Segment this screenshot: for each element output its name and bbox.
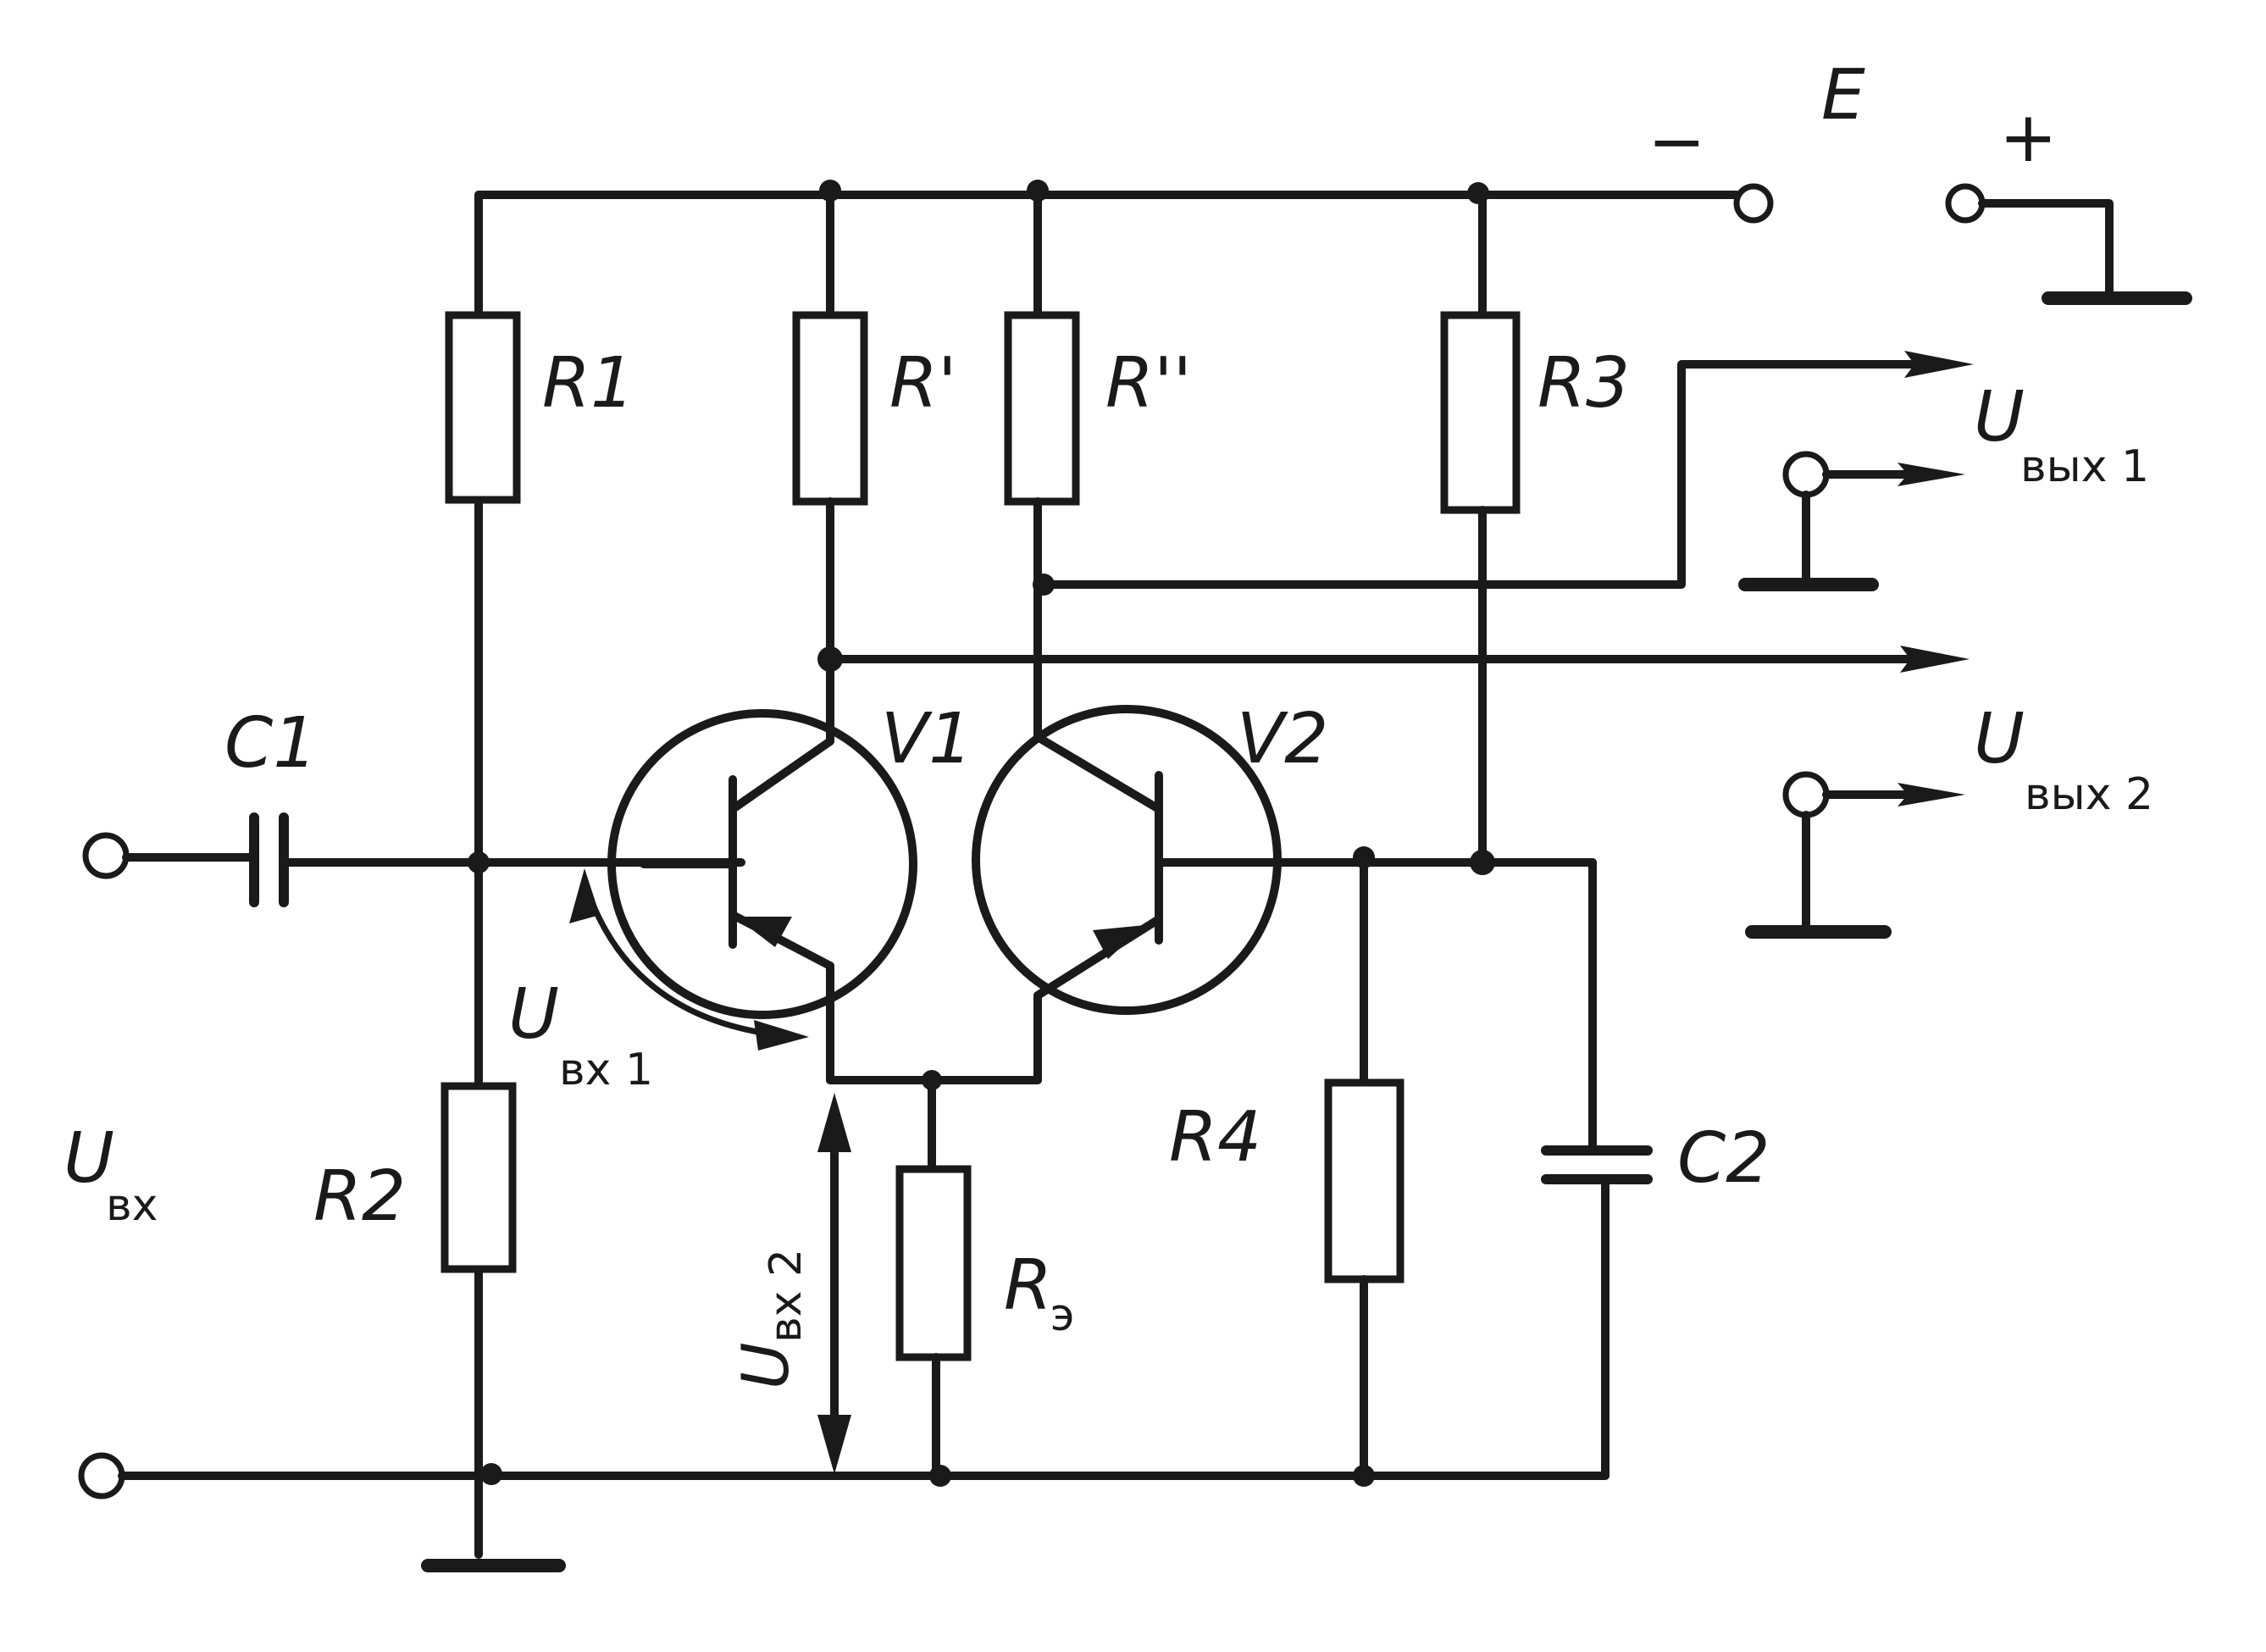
output-line-1 — [1033, 351, 1974, 596]
svg-text:U: U — [64, 1118, 114, 1199]
resistor-re — [895, 1165, 972, 1361]
label-u-in: U вх — [64, 1118, 158, 1231]
input-terminal-top — [82, 832, 130, 879]
supply-label-e: E — [1821, 55, 1865, 136]
svg-text:вх: вх — [106, 1180, 158, 1231]
label-v2: V2 — [1237, 699, 1328, 779]
resistor-r4 — [1324, 1078, 1404, 1283]
label-r4: R4 — [1169, 1097, 1261, 1178]
label-u-in2: U вх 2 — [728, 1249, 812, 1389]
label-c2: C2 — [1677, 1118, 1770, 1199]
label-r1: R1 — [542, 343, 634, 424]
svg-text:вх 2: вх 2 — [761, 1249, 812, 1343]
output-reference-2 — [1745, 771, 1965, 939]
common-ground-bus — [118, 1313, 1609, 1480]
supply-minus-label: − — [1648, 102, 1706, 182]
supply-negative-terminal — [1733, 183, 1774, 224]
label-u-in1: U вх 1 — [508, 974, 653, 1095]
input-terminal-bottom — [78, 1452, 125, 1500]
supply-plus-label: + — [1999, 97, 2058, 178]
svg-text:э: э — [1050, 1290, 1075, 1341]
label-re: R э — [1004, 1245, 1075, 1341]
supply-positive-terminal — [1945, 183, 1986, 224]
resistor-r-prime — [792, 311, 868, 506]
label-r-prime: R' — [889, 343, 957, 424]
svg-text:вых 1: вых 1 — [2020, 441, 2149, 492]
svg-text:U: U — [1974, 377, 2025, 457]
label-r-double-prime: R'' — [1105, 343, 1192, 424]
resistor-r-double-prime — [1004, 311, 1080, 506]
label-c1: C1 — [224, 703, 317, 784]
label-r3: R3 — [1537, 343, 1630, 424]
label-v1: V1 — [881, 699, 972, 779]
positive-terminal-ground — [1978, 199, 2192, 305]
svg-text:U: U — [1974, 699, 2025, 779]
resistor-r3 — [1440, 311, 1521, 514]
transistor-v2 — [972, 705, 1282, 1084]
output-reference-1 — [1738, 451, 1965, 591]
label-u-out1: U вых 1 — [1974, 377, 2149, 492]
svg-text:вых 2: вых 2 — [2025, 769, 2153, 820]
output-line-2 — [817, 646, 1970, 673]
svg-text:вх 1: вх 1 — [559, 1045, 653, 1095]
svg-text:U: U — [728, 1342, 803, 1389]
svg-text:R: R — [1004, 1245, 1052, 1326]
resistor-r2 — [440, 1082, 517, 1273]
transistor-v1 — [607, 709, 917, 1084]
junction-dot — [1353, 1465, 1375, 1487]
junction-dot — [929, 1465, 951, 1487]
svg-text:U: U — [508, 974, 559, 1055]
u-in1-arc-indicator — [569, 868, 809, 1051]
resistor-r1 — [445, 311, 521, 504]
u-in2-indicator — [817, 1093, 851, 1474]
label-r2: R2 — [313, 1156, 406, 1237]
label-u-out2: U вых 2 — [1974, 699, 2153, 820]
